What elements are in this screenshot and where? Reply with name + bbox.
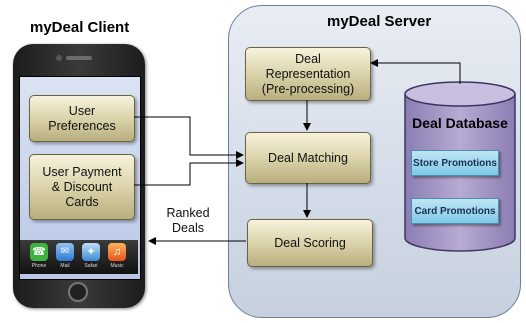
user-payment-box: User Payment & Discount Cards — [29, 154, 135, 220]
card-promotions-label: Card Promotions — [414, 205, 496, 217]
phone-home-button[interactable] — [68, 282, 88, 302]
deal-database-title: Deal Database — [412, 115, 508, 131]
phone-speaker — [66, 56, 92, 60]
phone-dock: ☎ Phone ✉ Mail ✦ Safari ♫ Music — [20, 240, 138, 274]
deal-representation-box: Deal Representation (Pre-processing) — [245, 47, 371, 101]
arrow-preferences-to-matching — [134, 116, 244, 159]
music-app-icon[interactable]: ♫ — [108, 243, 126, 261]
dock-label-phone: Phone — [31, 263, 47, 269]
store-promotions-label: Store Promotions — [413, 157, 497, 169]
card-promotions-item: Card Promotions — [411, 198, 499, 224]
deal-matching-label: Deal Matching — [268, 150, 348, 165]
user-payment-label: User Payment & Discount Cards — [42, 164, 122, 209]
store-promotions-item: Store Promotions — [411, 150, 499, 176]
arrow-database-to-representation — [370, 59, 461, 84]
arrow-payment-to-matching — [134, 159, 244, 186]
dock-label-mail: Mail — [60, 263, 70, 269]
safari-app-icon[interactable]: ✦ — [82, 243, 100, 261]
phone-camera — [56, 55, 62, 61]
deal-representation-label: Deal Representation (Pre-processing) — [261, 51, 355, 96]
mail-app-icon[interactable]: ✉ — [56, 243, 74, 261]
client-title: myDeal Client — [30, 19, 130, 36]
phone-app-icon[interactable]: ☎ — [30, 243, 48, 261]
deal-scoring-label: Deal Scoring — [274, 235, 346, 250]
deal-matching-box: Deal Matching — [245, 132, 371, 184]
user-preferences-label: User Preferences — [48, 103, 116, 133]
user-preferences-box: User Preferences — [29, 95, 135, 142]
deal-scoring-box: Deal Scoring — [247, 219, 373, 267]
dock-label-safari: Safari — [84, 263, 98, 269]
dock-label-music: Music — [110, 263, 124, 269]
ranked-deals-label: Ranked Deals — [166, 206, 210, 235]
server-title: myDeal Server — [327, 13, 432, 30]
